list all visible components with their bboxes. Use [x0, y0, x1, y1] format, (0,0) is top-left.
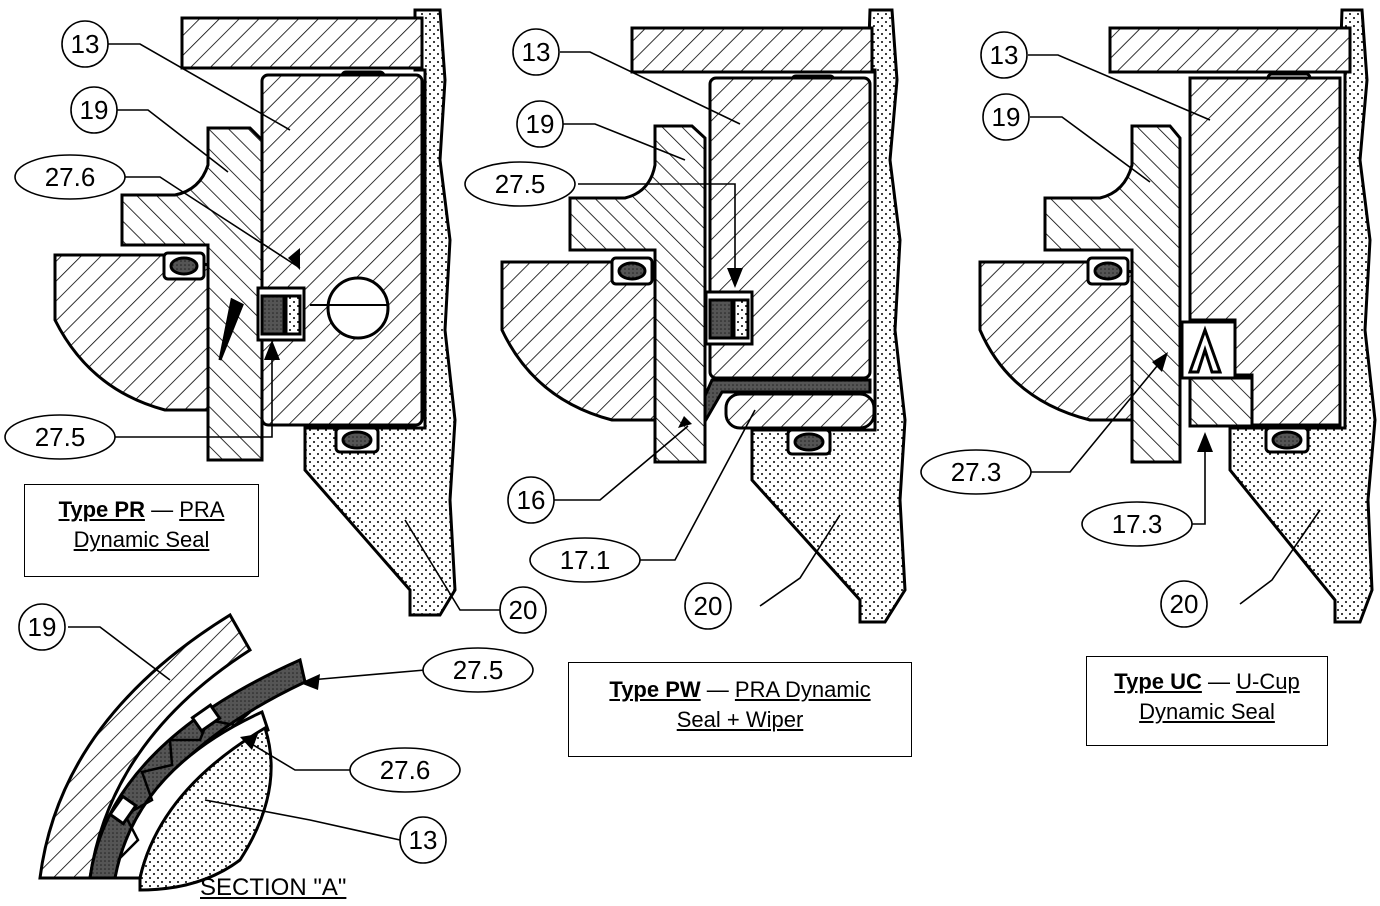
svg-text:13: 13	[990, 40, 1019, 70]
svg-text:27.5: 27.5	[495, 169, 546, 199]
svg-text:19: 19	[992, 102, 1021, 132]
svg-text:19: 19	[28, 612, 57, 642]
type-uc-leaders	[1028, 54, 1321, 605]
svg-text:20: 20	[509, 595, 538, 625]
type-pr-callout-19: 19	[70, 86, 118, 134]
type-pr-callout-20: 20	[404, 519, 547, 634]
section-a-leaders	[68, 626, 426, 841]
type-pw-desc-2: Seal + Wiper	[676, 707, 804, 732]
section-a-diagram	[38, 612, 307, 892]
type-pr-callout-27-6: 27.6	[14, 154, 126, 200]
type-pr-callout-13: 13	[61, 20, 109, 68]
svg-text:27.5: 27.5	[35, 422, 86, 452]
type-pw-arrowheads	[678, 268, 743, 428]
svg-text:20: 20	[1170, 589, 1199, 619]
type-uc-diagram	[978, 8, 1377, 624]
section-a-callout-13: 13	[399, 816, 447, 864]
svg-text:27.6: 27.6	[45, 162, 96, 192]
type-pw-callout-17-1: 17.1	[529, 537, 641, 583]
type-pw-diagram	[500, 8, 907, 624]
type-pw-leaders	[554, 51, 841, 607]
type-pr-leaders	[108, 43, 301, 438]
svg-text:17.3: 17.3	[1112, 509, 1163, 539]
type-uc-caption: Type UC — U-Cup Dynamic Seal	[1086, 656, 1328, 746]
type-pr-desc-2: Dynamic Seal	[73, 527, 210, 552]
section-a-callout-19: 19	[18, 603, 66, 651]
type-uc-callout-13: 13	[980, 31, 1028, 79]
svg-text:13: 13	[71, 29, 100, 59]
type-pw-label: Type PW	[609, 677, 701, 702]
svg-text:13: 13	[409, 825, 438, 855]
type-uc-label: Type UC	[1114, 669, 1202, 694]
type-pr-callout-27-5: 27.5	[4, 414, 116, 460]
type-uc-sep: —	[1201, 669, 1237, 694]
svg-text:20: 20	[694, 591, 723, 621]
section-a-callout-27-6: 27.6	[349, 747, 461, 793]
type-pw-callout-20: 20	[684, 582, 732, 630]
svg-text:16: 16	[517, 485, 546, 515]
type-pr-desc-1: PRA	[179, 497, 225, 522]
svg-text:17.1: 17.1	[560, 545, 611, 575]
type-uc-arrowheads	[1152, 352, 1213, 452]
type-uc-callout-17-3: 17.3	[1081, 501, 1193, 547]
svg-text:27.3: 27.3	[951, 457, 1002, 487]
type-pw-callout-13: 13	[512, 28, 560, 76]
type-pr-arrowheads	[264, 248, 300, 360]
type-pr-caption: Type PR — PRA Dynamic Seal	[24, 484, 259, 577]
type-pw-callout-27-5: 27.5	[464, 161, 576, 207]
type-pw-callout-16: 16	[507, 476, 555, 524]
type-pr-diagram	[53, 8, 457, 617]
svg-text:27.6: 27.6	[380, 755, 431, 785]
svg-text:13: 13	[522, 37, 551, 67]
type-pw-callout-19: 19	[516, 100, 564, 148]
type-pw-desc-1: PRA Dynamic	[734, 677, 871, 702]
type-pr-label: Type PR	[58, 497, 145, 522]
type-pw-sep: —	[700, 677, 735, 702]
svg-text:27.5: 27.5	[453, 655, 504, 685]
section-a-callout-27-5: 27.5	[422, 647, 534, 693]
svg-text:19: 19	[526, 109, 555, 139]
type-uc-callout-20: 20	[1160, 580, 1208, 628]
type-uc-desc-2: Dynamic Seal	[1139, 699, 1275, 724]
type-pw-caption: Type PW — PRA Dynamic Seal + Wiper	[568, 662, 912, 757]
type-uc-callout-19: 19	[982, 93, 1030, 141]
section-a-title: SECTION "A"	[200, 874, 347, 901]
type-pr-sep: —	[144, 497, 180, 522]
svg-text:19: 19	[80, 95, 109, 125]
section-a-arrowheads	[240, 674, 320, 750]
type-uc-callout-27-3: 27.3	[920, 449, 1032, 495]
type-uc-desc-1: U-Cup	[1236, 669, 1300, 694]
